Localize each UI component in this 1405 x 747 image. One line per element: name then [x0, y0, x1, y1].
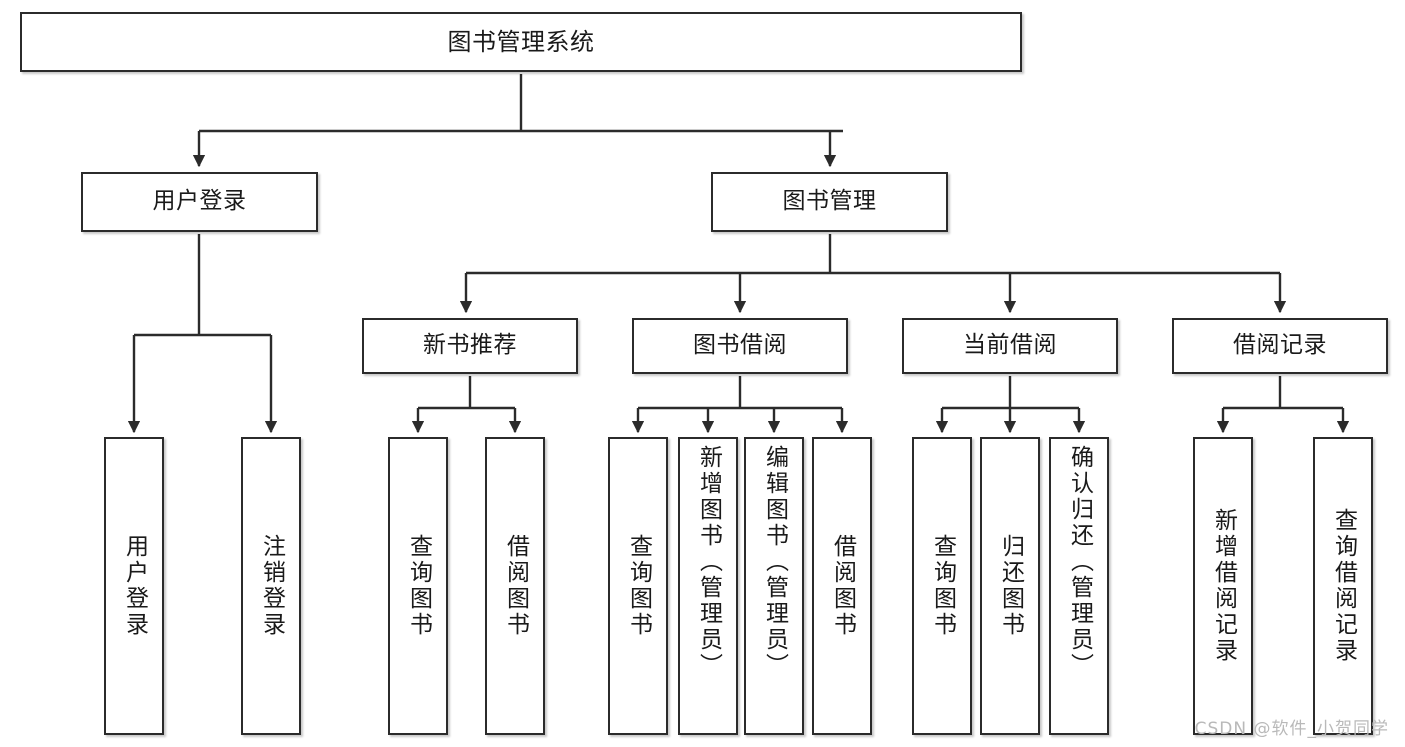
node-user-login[interactable]: 用户登录: [81, 172, 318, 232]
node-label: 确认归还（管理员）: [1066, 445, 1093, 679]
node-label: 归还图书: [997, 534, 1024, 638]
node-borrow-record[interactable]: 借阅记录: [1172, 318, 1388, 374]
node-label: 图书管理系统: [447, 27, 595, 56]
leaf-add-borrow-record[interactable]: 新增借阅记录: [1193, 437, 1253, 735]
node-label: 注销登录: [258, 534, 285, 638]
leaf-edit-book-admin[interactable]: 编辑图书（管理员）: [744, 437, 804, 735]
leaf-query-book-borrow[interactable]: 查询图书: [608, 437, 668, 735]
leaf-borrow-book[interactable]: 借阅图书: [812, 437, 872, 735]
leaf-confirm-return-admin[interactable]: 确认归还（管理员）: [1049, 437, 1109, 735]
leaf-return-book[interactable]: 归还图书: [980, 437, 1040, 735]
node-label: 借阅记录: [1233, 332, 1327, 359]
node-new-book-recommend[interactable]: 新书推荐: [362, 318, 578, 374]
leaf-logout[interactable]: 注销登录: [241, 437, 301, 735]
node-label: 借阅图书: [502, 534, 529, 638]
node-label: 当前借阅: [963, 332, 1057, 359]
leaf-query-book-current[interactable]: 查询图书: [912, 437, 972, 735]
node-label: 新增借阅记录: [1210, 508, 1237, 664]
node-book-borrow[interactable]: 图书借阅: [632, 318, 848, 374]
node-label: 用户登录: [152, 188, 247, 215]
node-root-system[interactable]: 图书管理系统: [20, 12, 1022, 72]
leaf-query-borrow-record[interactable]: 查询借阅记录: [1313, 437, 1373, 735]
node-label: 查询图书: [625, 534, 652, 638]
leaf-add-book-admin[interactable]: 新增图书（管理员）: [678, 437, 738, 735]
node-label: 图书管理: [782, 188, 877, 215]
node-label: 查询图书: [929, 534, 956, 638]
node-label: 编辑图书（管理员）: [761, 445, 788, 679]
node-label: 用户登录: [121, 534, 148, 638]
leaf-query-book-new[interactable]: 查询图书: [388, 437, 448, 735]
node-current-borrow[interactable]: 当前借阅: [902, 318, 1118, 374]
node-label: 借阅图书: [829, 534, 856, 638]
node-book-management[interactable]: 图书管理: [711, 172, 948, 232]
leaf-borrow-book-new[interactable]: 借阅图书: [485, 437, 545, 735]
leaf-user-login[interactable]: 用户登录: [104, 437, 164, 735]
watermark: CSDN @软件_小贺同学: [1194, 719, 1389, 739]
node-label: 新书推荐: [423, 332, 517, 359]
node-label: 图书借阅: [693, 332, 787, 359]
node-label: 查询借阅记录: [1330, 508, 1357, 664]
node-label: 查询图书: [405, 534, 432, 638]
node-label: 新增图书（管理员）: [695, 445, 722, 679]
